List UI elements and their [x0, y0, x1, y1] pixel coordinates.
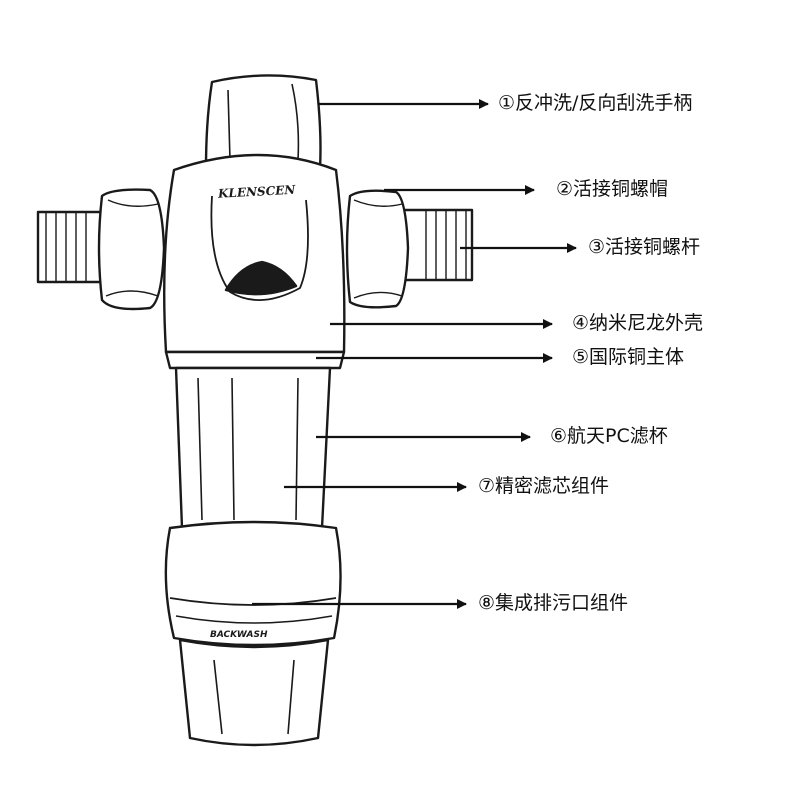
- callout-copper-body: ⑤国际铜主体: [572, 346, 685, 368]
- drain-collar-part: [164, 520, 342, 647]
- brand-logo: KLENSCEN: [217, 183, 297, 201]
- callout-filter-element: ⑦精密滤芯组件: [478, 475, 610, 497]
- left-nut: [97, 188, 166, 311]
- callout-pc-cup: ⑥航天PC滤杯: [550, 425, 668, 447]
- callout-handle: ①反冲洗/反向刮洗手柄: [498, 92, 693, 114]
- drain-cap-part: [178, 638, 330, 747]
- handle-part: [204, 74, 322, 170]
- callout-nylon-shell: ④纳米尼龙外壳: [572, 312, 704, 334]
- callout-copper-nut: ②活接铜螺帽: [556, 178, 669, 200]
- callout-drain-outlet: ⑧集成排污口组件: [478, 592, 629, 614]
- right-pipe: [396, 208, 474, 282]
- right-nut: [345, 189, 410, 309]
- backwash-label: BACKWASH: [210, 630, 268, 640]
- nylon-shell-part: [163, 153, 346, 354]
- copper-body-part: [164, 350, 346, 370]
- callout-copper-bolt: ③活接铜螺杆: [588, 236, 701, 258]
